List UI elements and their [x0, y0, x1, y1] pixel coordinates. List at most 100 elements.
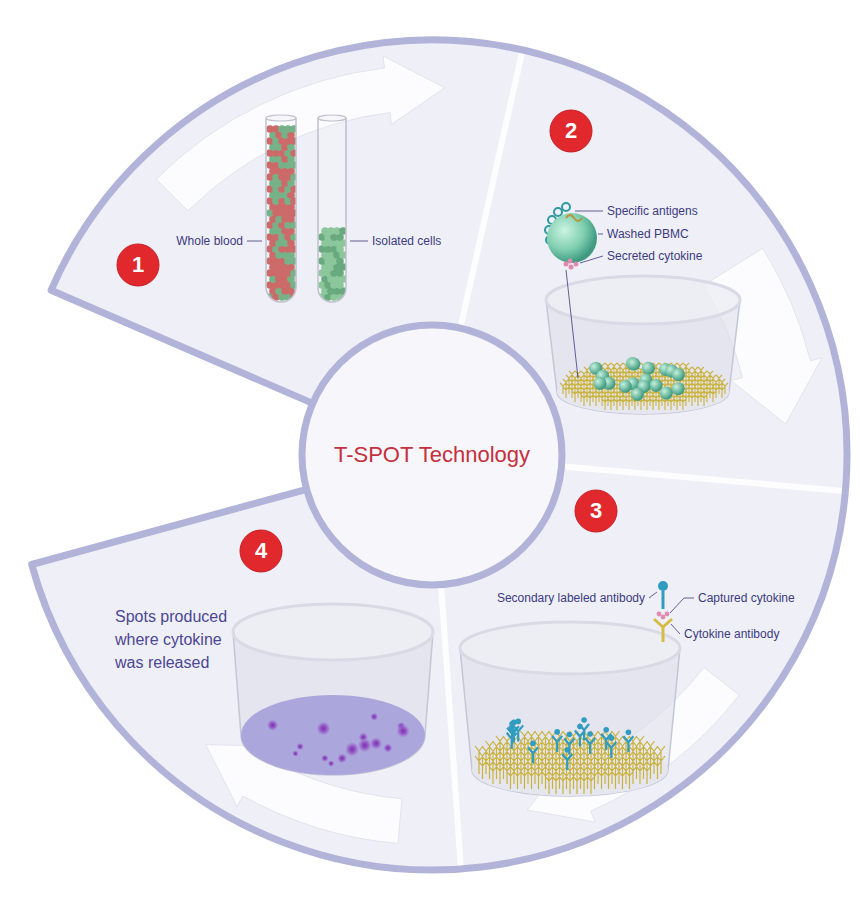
pbmc-cell — [547, 213, 597, 263]
step-number: 1 — [132, 253, 144, 277]
leader-line — [670, 598, 694, 613]
result-spot — [338, 754, 347, 763]
labeled-antibody — [606, 742, 616, 758]
test-tubes — [266, 115, 347, 302]
bowl-rim — [546, 276, 740, 324]
step-badge: 3 — [574, 489, 618, 533]
result-spot — [297, 743, 304, 750]
antibody-label — [626, 730, 632, 736]
leader-line — [566, 270, 578, 378]
sector-divider — [441, 587, 461, 867]
result-spot — [317, 722, 330, 735]
part-label: Captured cytokine — [698, 591, 795, 605]
cytokine-antibody — [654, 619, 672, 642]
part-label: Secreted cytokine — [607, 249, 702, 263]
bowl-wall — [233, 604, 433, 775]
antibody-label — [530, 740, 536, 746]
antibody-label — [658, 581, 668, 591]
step-badge: 1 — [116, 243, 160, 287]
badge-disc — [575, 490, 617, 532]
secondary-antibody — [662, 591, 665, 609]
pbmc-cell — [631, 388, 644, 401]
cytokine — [657, 612, 662, 617]
result-spot — [321, 755, 328, 762]
antigen-chain — [562, 203, 570, 211]
result-spot — [370, 738, 381, 749]
antibody-label — [587, 731, 593, 737]
labeled-antibody — [562, 754, 572, 770]
part-label: Secondary labeled antibody — [497, 591, 645, 605]
ring-outline — [32, 40, 847, 870]
result-spot — [370, 713, 378, 721]
antigen-coil — [566, 215, 582, 221]
labeled-antibody — [564, 739, 574, 755]
antibody-label — [609, 735, 615, 741]
antibody-label — [603, 727, 609, 733]
hub-outline — [302, 325, 562, 585]
flow-arrow — [156, 56, 445, 211]
antibody-label — [567, 732, 573, 738]
step-number: 3 — [590, 499, 602, 523]
labeled-antibody — [575, 731, 585, 747]
pbmc-cell — [672, 382, 685, 395]
cytokine — [564, 262, 569, 267]
sector-divider — [461, 52, 522, 326]
pbmc-cell — [672, 368, 685, 381]
labeled-antibody — [585, 738, 595, 754]
well-detection — [460, 622, 680, 796]
pbmc-detail — [545, 203, 597, 270]
result-spot — [384, 744, 392, 752]
step-number: 2 — [565, 119, 577, 143]
badge-disc — [240, 530, 282, 572]
hub-title: T-SPOT Technology — [334, 442, 530, 468]
tube-rim — [318, 115, 346, 121]
leader-line — [671, 624, 680, 634]
pbmc-cell — [619, 380, 632, 393]
result-spot — [358, 739, 371, 752]
step-badge: 4 — [239, 529, 283, 573]
leader-line — [575, 211, 603, 212]
antibody-detail — [654, 581, 672, 642]
pbmc-cell — [650, 379, 663, 392]
antibody-label — [509, 721, 515, 727]
cytokine — [569, 265, 574, 270]
tube-glass — [318, 118, 346, 302]
cytokine — [568, 259, 573, 264]
result-spot — [292, 751, 298, 757]
result-spot — [345, 743, 358, 756]
tube-glass — [266, 118, 296, 302]
well-incubation — [546, 276, 740, 414]
sector-divider — [564, 467, 844, 492]
bowl-wall — [546, 276, 740, 414]
hub-circle: T-SPOT Technology — [297, 320, 567, 590]
result-spot — [267, 720, 278, 731]
labeled-antibody — [623, 736, 633, 752]
cytokine — [574, 262, 579, 267]
part-label: Specific antigens — [607, 204, 698, 218]
labeled-antibody — [528, 747, 538, 763]
pbmc-cell — [660, 387, 673, 400]
bowl-floor — [241, 695, 425, 775]
part-label: Cytokine antibody — [684, 627, 779, 641]
labeled-antibody — [552, 736, 562, 752]
antibody-label — [581, 717, 587, 723]
antibody-label — [554, 729, 560, 735]
part-label: Whole blood — [176, 234, 243, 248]
bowl-rim — [460, 622, 680, 674]
bowl-wall — [460, 622, 680, 796]
tube-rim — [266, 115, 296, 121]
badge-disc — [117, 244, 159, 286]
capture-antibodies — [475, 731, 665, 794]
leader-line — [580, 256, 603, 263]
pbmc-cell — [642, 362, 655, 375]
step-number: 4 — [255, 539, 267, 563]
result-spot — [328, 760, 334, 766]
bowl-rim — [233, 604, 433, 660]
result-spot — [397, 725, 410, 738]
cytokine — [665, 612, 670, 617]
badge-disc — [550, 110, 592, 152]
cytokine — [661, 615, 666, 620]
leader-line — [350, 241, 368, 242]
well-result — [233, 604, 433, 775]
